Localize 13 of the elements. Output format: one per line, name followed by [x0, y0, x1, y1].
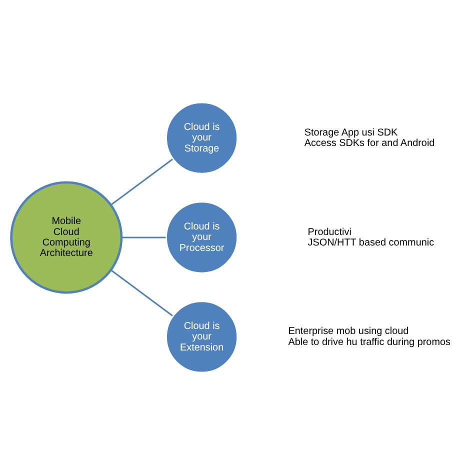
node-label: Able to drive hu traffic during promos	[288, 336, 450, 348]
node-label: Storage App usi SDK	[304, 126, 398, 138]
node-circle: Cloud is your Extension	[164, 299, 239, 374]
connector	[110, 268, 173, 316]
node-circle: Cloud is your Processor	[164, 200, 239, 274]
connector	[110, 158, 173, 206]
connector	[122, 236, 166, 238]
node-label: Productivi	[308, 226, 352, 238]
node-label: Enterprise mob using cloud	[288, 326, 409, 337]
node-circle: Cloud is your Storage	[164, 100, 239, 175]
node-label: JSON/HTT based communic	[308, 236, 434, 248]
node-label: Access SDKs for and Android	[304, 137, 435, 148]
node-circle: Mobile Cloud Computing Architecture	[10, 180, 123, 294]
